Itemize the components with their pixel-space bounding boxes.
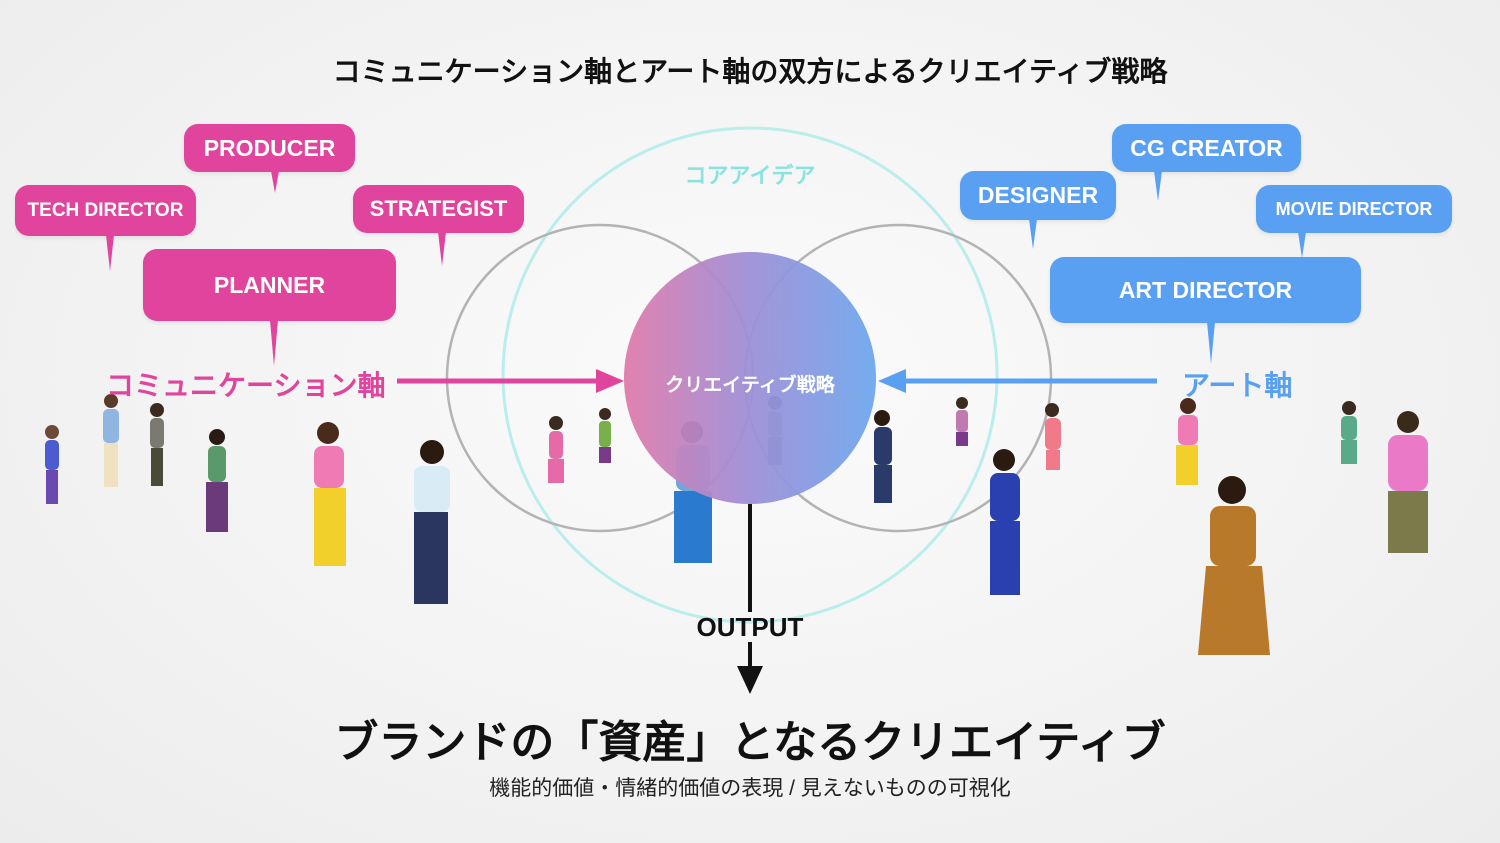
art-axis-label: アート軸 (1182, 370, 1293, 401)
art-arrow-head (878, 369, 906, 393)
core-idea-circle (501, 126, 999, 624)
person-figure (1388, 411, 1428, 553)
movie-director-label: MOVIE DIRECTOR (1275, 198, 1433, 219)
communication-arrow-head (596, 369, 624, 393)
strategist-label: STRATEGIST (369, 196, 508, 221)
person-figure (103, 394, 119, 487)
person-figure (990, 449, 1020, 595)
person-figure (1045, 403, 1061, 470)
movie-director-bubble: MOVIE DIRECTOR (1256, 185, 1452, 233)
producer-label: PRODUCER (203, 134, 336, 161)
creative-strategy-circle (624, 252, 876, 504)
person-figure (1176, 398, 1198, 485)
designer-bubble-tail (1029, 219, 1037, 249)
cg-creator-bubble: CG CREATOR (1112, 124, 1301, 172)
result-title: ブランドの「資産」となるクリエイティブ (334, 718, 1166, 767)
planner-label: PLANNER (213, 271, 326, 298)
cg-creator-bubble-tail (1154, 171, 1162, 201)
person-figure (548, 416, 564, 483)
output-arrow-head (737, 666, 763, 694)
person-figure (1198, 476, 1270, 655)
producer-bubble: PRODUCER (184, 124, 355, 172)
person-figure (314, 422, 346, 566)
creative-strategy-label: クリエイティブ戦略 (665, 375, 835, 396)
art-director-bubble-tail (1207, 322, 1215, 364)
art-director-bubble: ART DIRECTOR (1050, 257, 1361, 323)
producer-bubble-tail (271, 171, 279, 193)
person-figure (599, 408, 611, 463)
movie-director-bubble-tail (1298, 232, 1306, 258)
person-figure (1341, 401, 1357, 464)
person-figure (150, 403, 164, 486)
output-label: OUTPUT (696, 612, 804, 642)
communication-axis-label: コミュニケーション軸 (106, 370, 386, 401)
tech-director-label: TECH DIRECTOR (27, 199, 184, 221)
result-subtitle: 機能的価値・情緒的価値の表現 / 見えないものの可視化 (489, 777, 1011, 800)
strategist-bubble-tail (438, 232, 446, 266)
tech-director-bubble: TECH DIRECTOR (15, 185, 196, 236)
designer-bubble: DESIGNER (960, 171, 1116, 220)
planner-bubble: PLANNER (143, 249, 396, 321)
designer-label: DESIGNER (977, 182, 1099, 208)
core-idea-label: コアアイデア (684, 163, 816, 188)
page-title: コミュニケーション軸とアート軸の双方によるクリエイティブ戦略 (332, 56, 1168, 87)
person-figure (956, 397, 968, 446)
planner-bubble-tail (270, 320, 278, 366)
person-figure (874, 410, 892, 503)
tech-director-bubble-tail (106, 235, 114, 271)
person-figure (206, 429, 228, 532)
strategist-bubble: STRATEGIST (353, 185, 524, 233)
person-figure (414, 440, 450, 604)
cg-creator-label: CG CREATOR (1130, 134, 1283, 161)
art-director-label: ART DIRECTOR (1118, 276, 1293, 303)
person-figure (45, 425, 59, 504)
